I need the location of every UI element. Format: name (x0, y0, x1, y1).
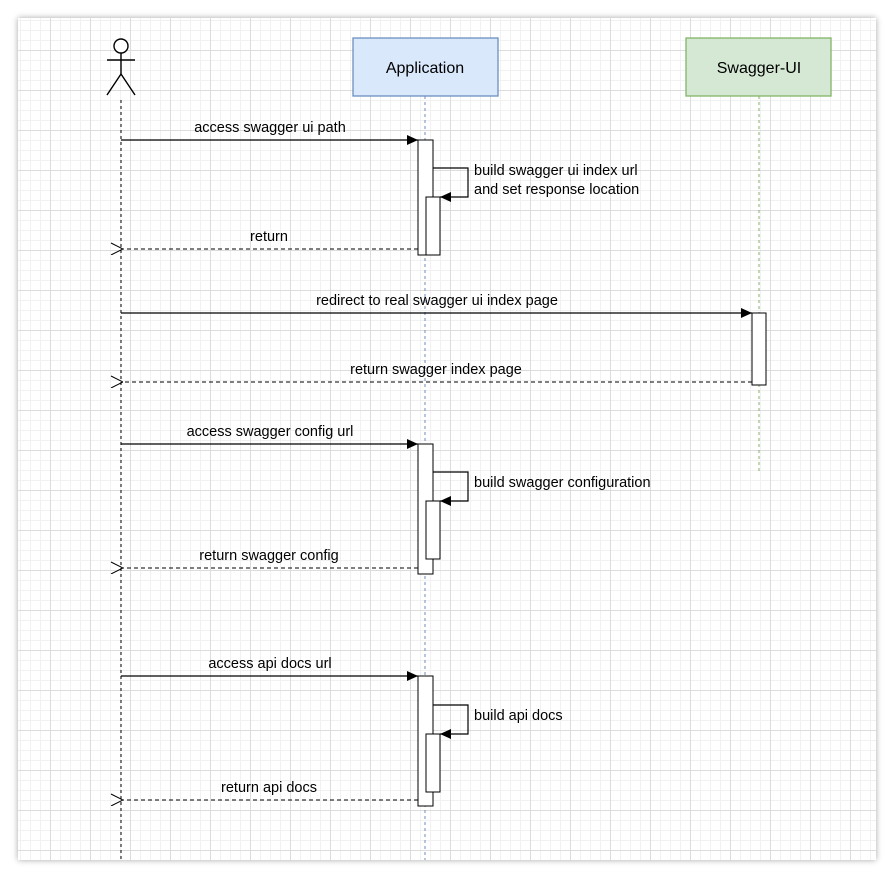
swagger-ui-title: Swagger-UI (717, 60, 801, 77)
message-redirect-to-real-swagger-ui-index-page: redirect to real swagger ui index page (121, 293, 752, 318)
swagger-ui-activation (751, 312, 767, 386)
svg-text:access swagger ui path: access swagger ui path (194, 120, 346, 136)
svg-text:redirect to real swagger ui in: redirect to real swagger ui index page (316, 293, 558, 309)
svg-text:and set response location: and set response location (474, 182, 639, 198)
message-build-swagger-ui-index-url: build swagger ui index url and set respo… (433, 163, 639, 202)
message-return-swagger-index-page: return swagger index page (122, 362, 752, 382)
message-build-api-docs: build api docs (433, 704, 563, 739)
svg-text:return swagger index page: return swagger index page (350, 362, 522, 378)
svg-text:build swagger configuration: build swagger configuration (474, 475, 651, 491)
application-participant[interactable]: Application (352, 37, 499, 97)
message-build-swagger-configuration: build swagger configuration (433, 471, 651, 506)
message-access-swagger-config-url: access swagger config url (121, 424, 418, 449)
message-return-swagger-config: return swagger config (122, 548, 418, 568)
message-return-api-docs: return api docs (122, 780, 418, 800)
message-access-swagger-ui-path: access swagger ui path (121, 120, 418, 145)
svg-text:access swagger config url: access swagger config url (187, 424, 354, 440)
diagram-canvas (18, 18, 876, 860)
application-self-activation-3 (425, 733, 441, 793)
svg-text:return: return (250, 229, 288, 245)
actor-icon (106, 38, 136, 96)
svg-text:return swagger config: return swagger config (199, 548, 338, 564)
svg-text:build api docs: build api docs (474, 708, 563, 724)
svg-text:build swagger ui index url: build swagger ui index url (474, 163, 638, 179)
svg-text:access api docs url: access api docs url (208, 656, 331, 672)
message-return: return (122, 229, 418, 249)
svg-text:return api docs: return api docs (221, 780, 317, 796)
swagger-ui-participant[interactable]: Swagger-UI (685, 37, 832, 97)
application-self-activation-2 (425, 500, 441, 560)
application-title: Application (386, 60, 464, 77)
message-access-api-docs-url: access api docs url (121, 656, 418, 681)
application-self-activation-1 (425, 196, 441, 256)
